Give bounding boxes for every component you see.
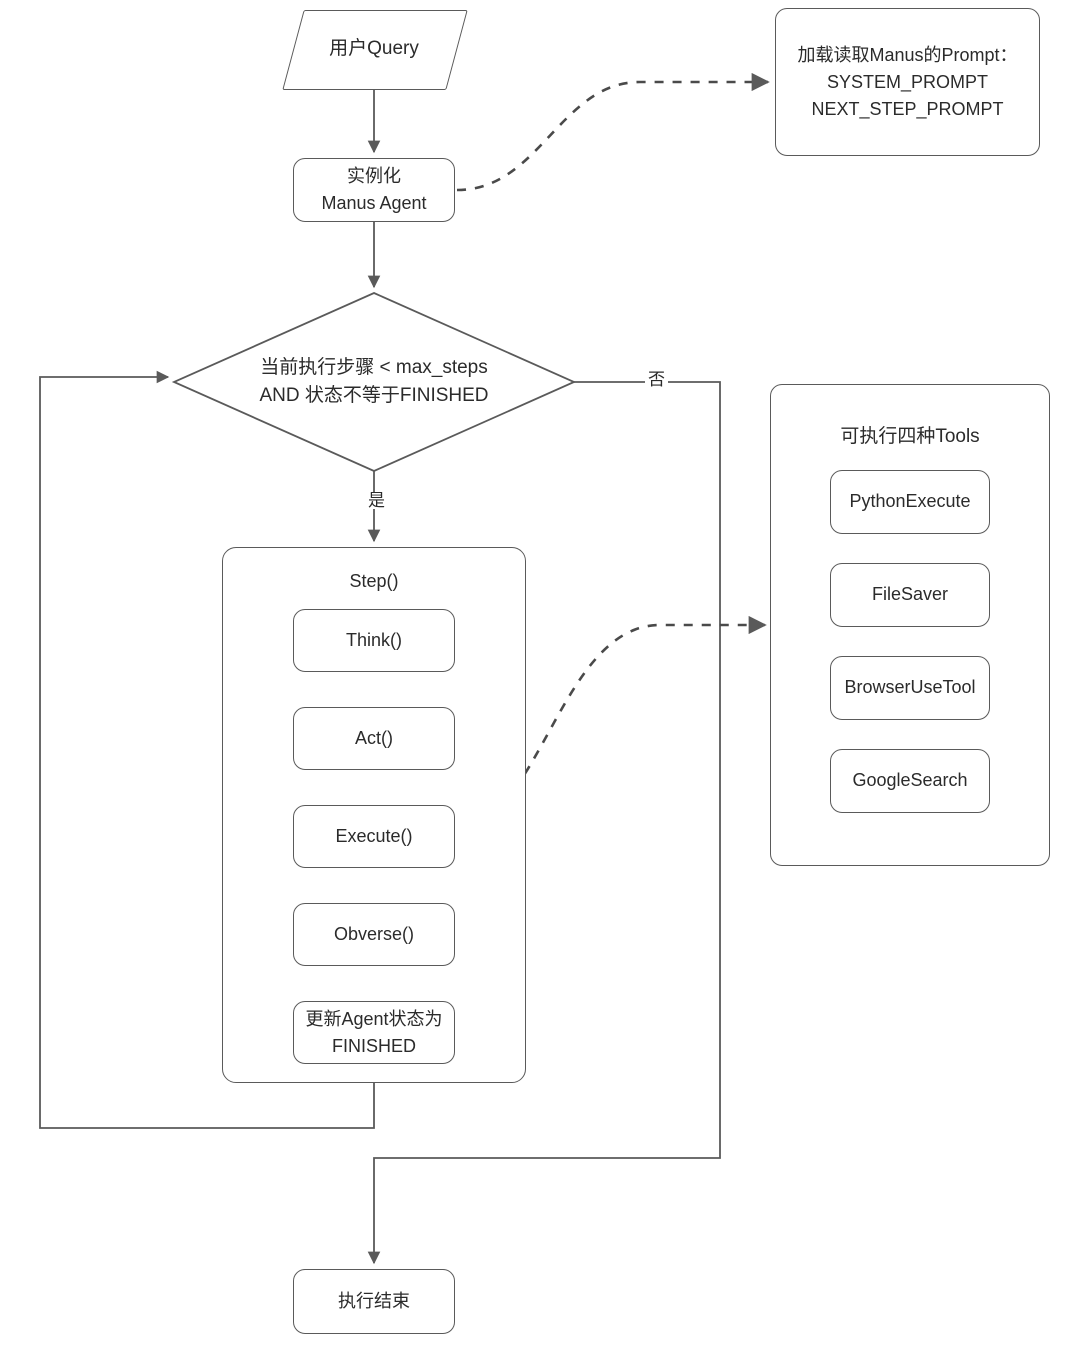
node-tool-python-execute-label: PythonExecute	[849, 491, 971, 511]
node-tool-file-saver-label: FileSaver	[871, 584, 949, 604]
node-step-update-state-line1: 更新Agent状态为	[305, 1009, 443, 1030]
node-decision-loop-condition[interactable]: 当前执行步骤 < max_steps AND 状态不等于FINISHED	[174, 293, 574, 471]
node-load-prompt-system-prompt: SYSTEM_PROMPT	[826, 71, 989, 92]
node-tool-google-search[interactable]: GoogleSearch	[830, 748, 990, 813]
node-step-container[interactable]: Step() Think() Act() Execute() Obverse()…	[222, 547, 526, 1083]
node-decision-line2: AND 状态不等于FINISHED	[259, 385, 489, 406]
node-load-prompt-line1: 加载读取Manus的Prompt：	[797, 44, 1018, 65]
node-step-think-label: Think()	[345, 630, 402, 651]
node-tools-panel[interactable]: 可执行四种Tools PythonExecute FileSaver Brows…	[770, 384, 1050, 866]
node-tool-browser-use-tool[interactable]: BrowserUseTool	[830, 655, 990, 720]
edge-label-no: 否	[645, 371, 668, 388]
node-execution-end[interactable]: 执行结束	[293, 1269, 455, 1334]
node-tool-file-saver[interactable]: FileSaver	[830, 562, 990, 627]
node-instantiate-manus-agent[interactable]: 实例化 Manus Agent	[293, 158, 455, 222]
node-step-act-label: Act()	[355, 728, 393, 749]
node-step-think[interactable]: Think()	[293, 609, 455, 672]
node-load-prompt[interactable]: 加载读取Manus的Prompt： SYSTEM_PROMPT NEXT_STE…	[775, 8, 1040, 156]
node-tools-panel-title: 可执行四种Tools	[840, 426, 980, 447]
node-load-prompt-next-step-prompt: NEXT_STEP_PROMPT	[811, 98, 1004, 119]
edge-dashed-instantiate-to-prompt	[456, 72, 770, 192]
node-step-update-state-line2: FINISHED	[331, 1035, 416, 1056]
node-instantiate-line2: Manus Agent	[321, 193, 427, 213]
node-tool-python-execute[interactable]: PythonExecute	[830, 469, 990, 534]
node-step-update-state[interactable]: 更新Agent状态为 FINISHED	[293, 1001, 455, 1064]
node-tool-browser-use-tool-label: BrowserUseTool	[844, 677, 976, 697]
node-step-obverse-label: Obverse()	[333, 924, 414, 945]
node-execution-end-label: 执行结束	[338, 1291, 410, 1311]
node-user-query-label: 用户Query	[329, 37, 419, 59]
node-decision-line1: 当前执行步骤 < max_steps	[260, 356, 488, 378]
node-step-act[interactable]: Act()	[293, 707, 455, 770]
node-step-execute-label: Execute()	[335, 826, 413, 847]
node-step-execute[interactable]: Execute()	[293, 805, 455, 868]
node-step-title: Step()	[349, 571, 399, 591]
node-instantiate-line1: 实例化	[347, 166, 401, 186]
node-step-obverse[interactable]: Obverse()	[293, 903, 455, 966]
node-tool-google-search-label: GoogleSearch	[852, 770, 968, 790]
edge-label-yes: 是	[365, 492, 388, 509]
node-user-query[interactable]: 用户Query	[282, 10, 468, 90]
